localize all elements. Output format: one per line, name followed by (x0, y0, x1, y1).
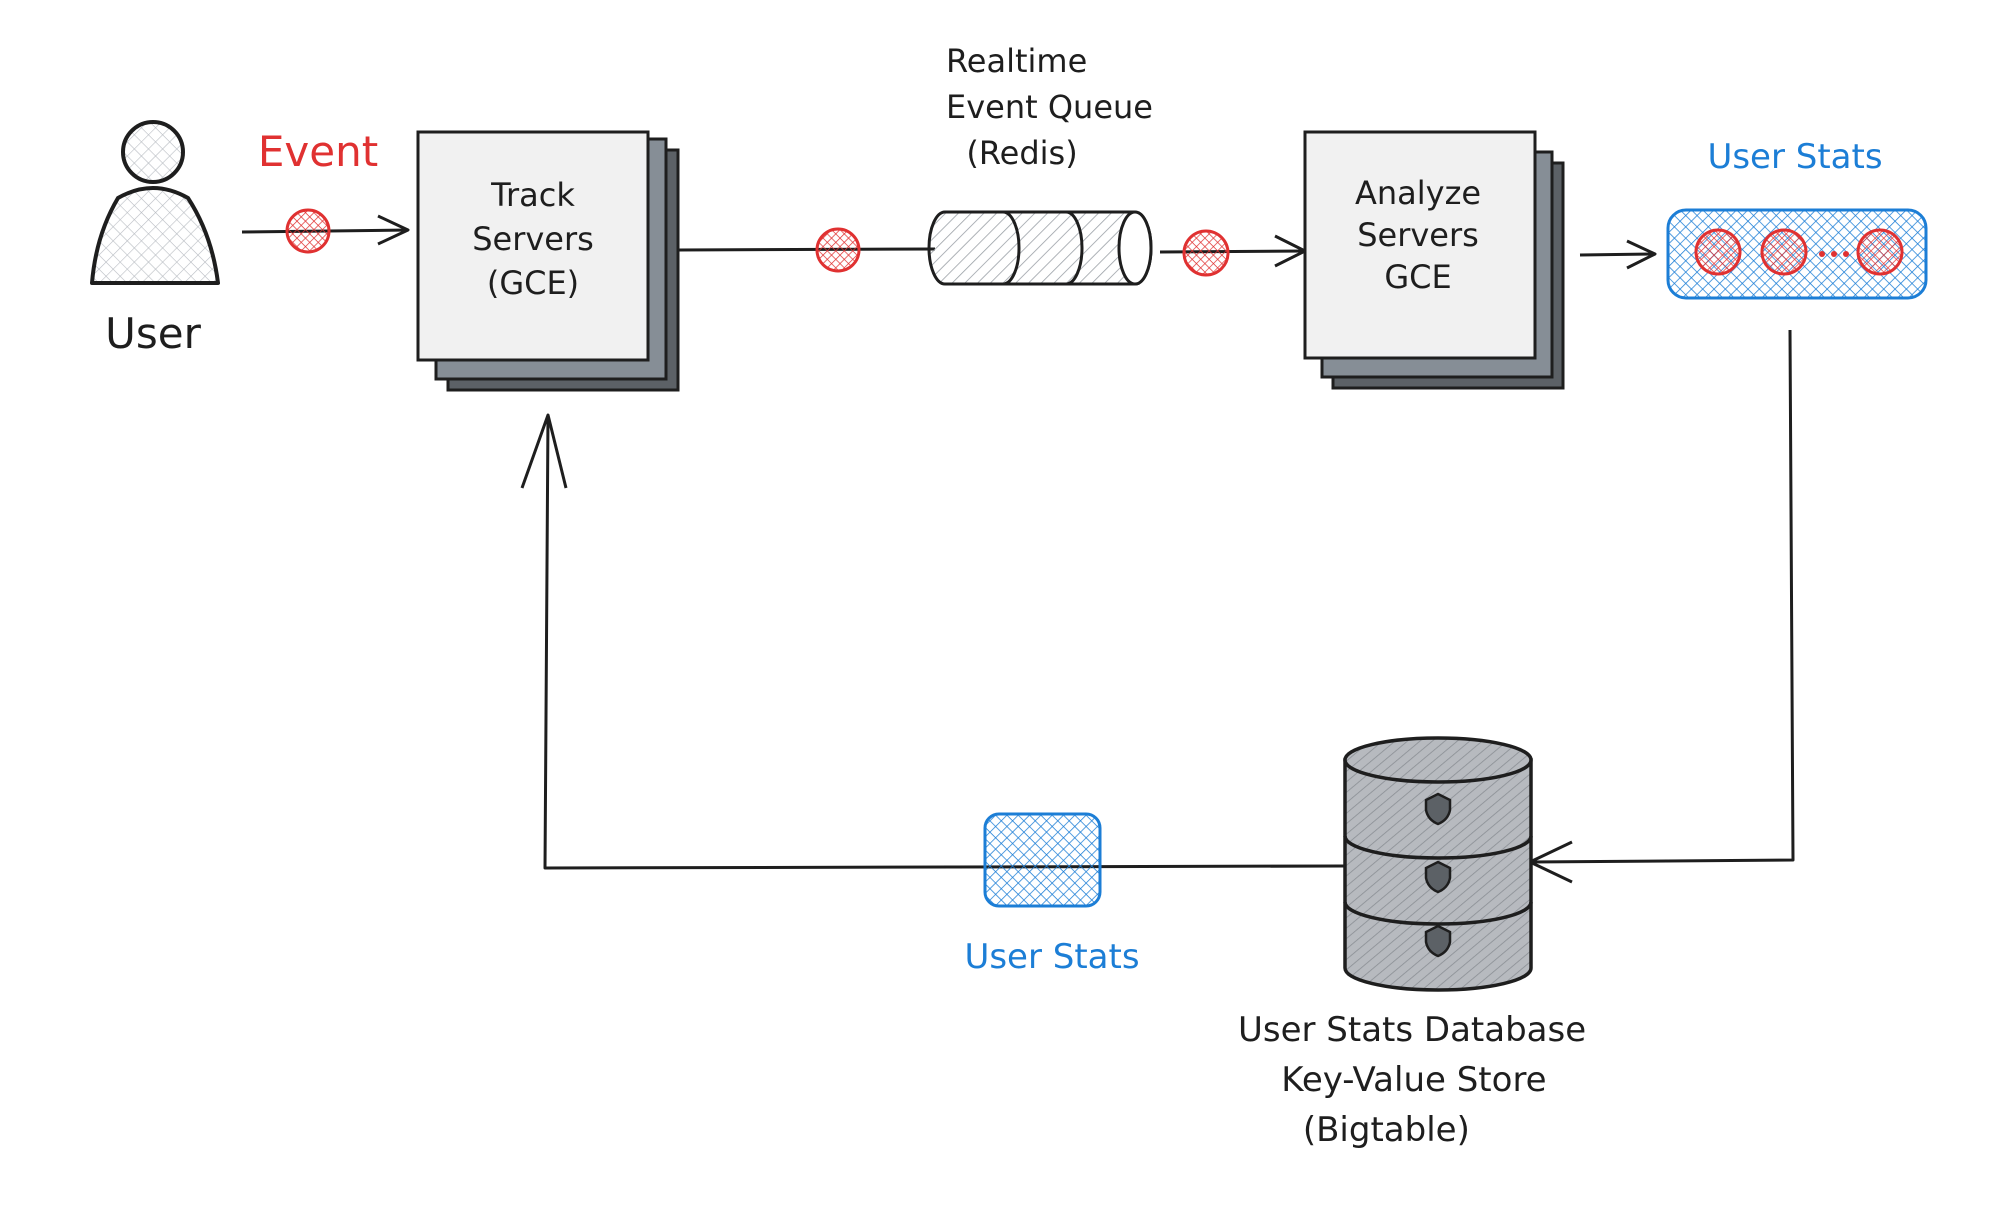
cylinder-queue-icon (927, 210, 1153, 286)
event-dot-icon (1182, 229, 1230, 277)
event-dot-icon (1694, 228, 1742, 276)
event-dot-icon (1760, 228, 1808, 276)
ellipsis-icon (1819, 251, 1849, 257)
shield-icon (1424, 792, 1452, 826)
user-stats-batch (1666, 208, 1928, 300)
event-label: Event (257, 127, 379, 176)
user-label: User (105, 309, 201, 358)
arrow-user-to-track (241, 208, 410, 254)
analyze-servers-node (1303, 130, 1565, 390)
event-dot-icon (285, 208, 331, 254)
track-servers-label: Track Servers (GCE) (472, 176, 594, 302)
user-stats-packet (983, 812, 1102, 908)
track-servers-node (416, 130, 680, 392)
arrow-database-to-track (520, 413, 1346, 870)
user-stats-top-label: User Stats (1707, 137, 1883, 177)
shield-icon (1424, 924, 1452, 958)
analyze-servers-label: Analyze Servers GCE (1354, 174, 1482, 296)
queue-label: Realtime Event Queue (Redis) (946, 42, 1153, 172)
arrow-queue-to-analyze (1159, 229, 1307, 277)
arrow-stats-to-database (1528, 329, 1795, 884)
person-icon (90, 120, 220, 285)
user-node (90, 120, 220, 285)
user-stats-bottom-label: User Stats (964, 937, 1140, 977)
shield-icon (1424, 860, 1452, 894)
event-dot-icon (815, 227, 861, 273)
connector-track-to-queue (677, 227, 936, 273)
event-dot-icon (1856, 228, 1904, 276)
database-label: User Stats Database Key-Value Store (Big… (1238, 1010, 1587, 1150)
database-icon (1343, 736, 1533, 992)
arrow-analyze-to-stats (1579, 239, 1657, 270)
